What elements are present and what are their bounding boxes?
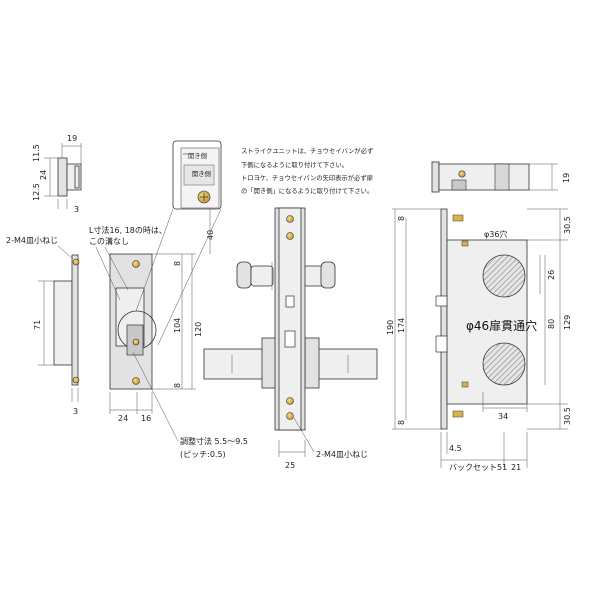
dim-71: 71 (33, 320, 42, 330)
dim-16: 16 (141, 414, 151, 423)
lock-front-view: 25 2-M4皿小ねじ (203, 207, 378, 470)
note-line-4: の「開き側」になるように取り付けて下さい。 (241, 186, 373, 195)
label-hole-36: φ36穴 (484, 229, 507, 239)
installation-notes: ストライクユニットは、チョウセイバンが必ず 下側になるように取り付けて下さい。 … (241, 146, 373, 195)
note-line-3: トロヨケ、チョウセイバンの矢印表示が必ず扉 (241, 173, 373, 182)
screw-icon (72, 376, 80, 384)
screw-icon (286, 232, 294, 240)
dim-174: 174 (397, 318, 406, 333)
dim-3-top: 3 (74, 205, 79, 214)
screw-icon (286, 215, 294, 223)
strike-side-view: 71 3 2-M4皿小ねじ (6, 236, 80, 416)
note-line-1: ストライクユニットは、チョウセイバンが必ず (241, 146, 373, 155)
dim-24-top: 24 (39, 170, 48, 180)
dim-40: 40 (206, 230, 215, 240)
label-screw-left: 2-M4皿小ねじ (6, 236, 58, 245)
screw-icon (458, 170, 466, 178)
dim-8-c: 8 (397, 216, 406, 221)
dim-4-5: 4.5 (449, 444, 462, 453)
adjuster-detail-inset: 開き側 開き側 (135, 140, 222, 346)
lock-body-side-view: 190 174 8 8 30.5 129 30.5 26 80 φ36穴 φ46… (386, 208, 572, 472)
screw-icon (132, 260, 140, 268)
dim-25: 25 (285, 461, 295, 470)
label-backset: バックセット51 (449, 463, 507, 472)
dim-129: 129 (563, 315, 572, 330)
dim-190: 190 (386, 320, 395, 335)
dim-3-left: 3 (73, 407, 78, 416)
inset-label-1: 開き側 (188, 152, 207, 160)
dim-120: 120 (194, 322, 203, 337)
screw-icon (286, 412, 294, 420)
note-line-2: 下側になるように取り付けて下さい。 (241, 160, 348, 169)
dim-19-top: 19 (67, 134, 77, 143)
spindle-hole-lower (482, 342, 526, 386)
dim-8-a: 8 (173, 261, 182, 266)
dim-21: 21 (511, 463, 521, 472)
strike-front-view: L寸法16, 18の時は、 この溝なし 104 120 8 8 40 24 16… (89, 208, 248, 459)
dim-8-b: 8 (173, 383, 182, 388)
dim-26: 26 (547, 270, 556, 280)
dim-12-5: 12.5 (32, 183, 41, 201)
dim-11-5: 11.5 (32, 144, 41, 162)
dim-8-d: 8 (397, 420, 406, 425)
label-l-dim-1: L寸法16, 18の時は、 (89, 225, 167, 235)
dim-24-bottom: 24 (118, 414, 128, 423)
screw-icon (132, 338, 140, 346)
dim-104: 104 (173, 318, 182, 333)
dim-34: 34 (498, 412, 508, 421)
screw-icon (286, 397, 294, 405)
dim-30-5-top: 30.5 (563, 216, 572, 234)
label-through-hole: φ46扉貫通穴 (466, 318, 537, 333)
label-screw-bottom: 2-M4皿小ねじ (316, 450, 368, 459)
spindle-hole-upper (482, 254, 526, 298)
strike-side-view-top: 19 24 11.5 12.5 3 (32, 134, 82, 214)
dim-80: 80 (547, 319, 556, 329)
screw-icon (72, 258, 80, 266)
label-l-dim-2: この溝なし (89, 236, 129, 246)
label-adjust-1: 調整寸法 5.5〜9.5 (180, 436, 248, 446)
dim-19-right: 19 (562, 173, 571, 183)
inset-label-2: 開き側 (192, 170, 211, 178)
lock-body-top-view: 19 (431, 161, 571, 193)
screw-icon (132, 377, 140, 385)
label-adjust-2: (ピッチ:0.5) (180, 450, 226, 459)
dim-30-5-bottom: 30.5 (563, 407, 572, 425)
